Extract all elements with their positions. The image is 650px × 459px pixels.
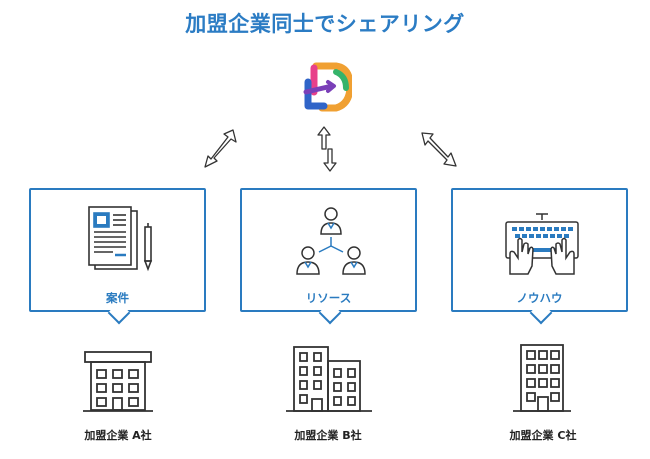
right-bidirectional-arrow-icon	[421, 132, 457, 167]
tall-office-building-icon	[513, 344, 571, 412]
people-network-icon	[296, 207, 366, 275]
diagram-title: 加盟企業同士でシェアリング	[185, 12, 465, 36]
document-pen-icon	[88, 206, 153, 272]
platform-logo-icon	[303, 62, 352, 112]
office-buildings-icon	[286, 346, 372, 412]
company-label-a: 加盟企業 A社	[84, 429, 152, 442]
center-bidirectional-arrow-icon	[317, 126, 337, 172]
keyboard-hands-icon	[505, 213, 579, 275]
left-bidirectional-arrow-icon	[204, 129, 237, 168]
company-label-c: 加盟企業 C社	[509, 429, 577, 442]
office-building-icon	[83, 351, 153, 412]
card-knowhow: ノウハウ	[451, 188, 628, 325]
card-label: ノウハウ	[516, 291, 563, 305]
card-projects: 案件	[29, 188, 206, 325]
card-label: リソース	[305, 291, 352, 305]
card-resources: リソース	[240, 188, 417, 325]
card-label: 案件	[106, 291, 129, 305]
company-label-b: 加盟企業 B社	[294, 429, 362, 442]
